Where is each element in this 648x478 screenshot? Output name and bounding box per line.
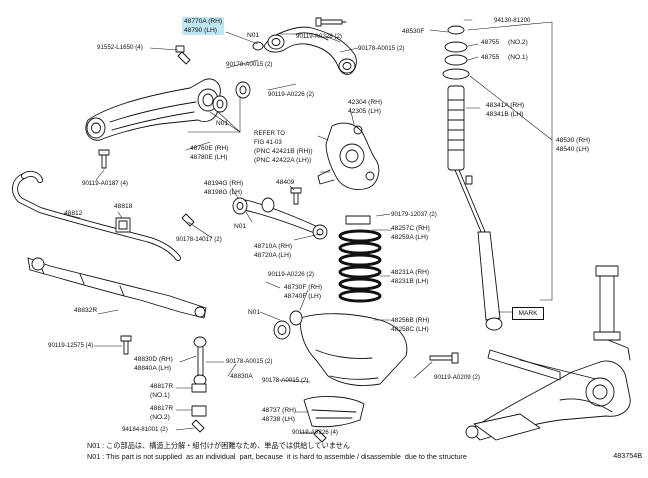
mark-box: MARK [512,307,544,320]
label-48812: 48812 [64,210,83,217]
label-48840a: 48840A (LH) [134,365,172,372]
diagram-id: 483754B [613,451,642,460]
label-nut-b: 90178-A0015 (2) [358,45,405,52]
label-pnc-lh: (PNC 42422A (LH)) [254,157,312,164]
label-nut-top-right: 94130-81200 [494,17,531,24]
label-bolt-90119: 90119-A0226 (2) [268,271,314,278]
label-bolt-0209: 90119-A0209 (2) [434,374,480,381]
label-nut-0016: 90178-A0015 (2) [262,377,309,384]
label-48231a: 48231A (RH) [391,269,430,276]
footnote-jp: N01 : この部品は、構造上分解・組付けが困難なため、単品では供給していません [87,441,351,450]
bolt-bottom-mid [313,429,327,443]
label-bolt-14017: 90178-14017 (2) [176,236,222,243]
label-42304: 42304 (RH) [348,99,383,106]
label-48720: 48720A (LH) [254,252,292,259]
bolt-top [315,17,347,27]
bolt-left-top [175,45,191,65]
rear-suspension-assembly [465,265,631,441]
bolt-12575 [120,335,132,355]
label-48738: 48738 (LH) [262,416,295,423]
label-bolt-12037: 90179-12037 (2) [391,211,437,218]
label-bolt-bottom-mid: 90119-A0226 (4) [292,429,338,436]
label-48730: 48730F (RH) [284,284,323,291]
coil-spring [338,215,382,328]
label-48740: 48740F (LH) [284,293,322,300]
label-48409: 48409 [276,179,295,186]
crossmember-bracket [27,257,207,319]
label-nut-0015: 90178-A0015 (2) [226,358,273,365]
lower-spring-arm [273,310,408,387]
label-48755-no1-qual: (NO.1) [508,54,528,61]
label-48817-no2-qual: (NO.2) [150,414,170,421]
label-42305: 42305 (LH) [348,108,381,115]
label-48830a: 48830A [230,373,253,380]
label-bolt-left: 91552-L1650 (4) [97,44,143,51]
label-bolt-mid: 90119-A0226 (2) [268,91,314,98]
label-48737: 48737 (RH) [262,407,297,414]
label-bolt-lower-left: 90119-A0187 (4) [82,180,128,187]
label-48755-no2-qual: (NO.2) [508,39,528,46]
bushing-48817 [191,383,207,417]
label-n01-top: N01 [247,32,260,39]
label-48817-no1-qual: (NO.1) [150,392,170,399]
bolt-0209 [429,352,459,364]
label-48198: 48198G (LH) [204,189,243,196]
label-48256: 48256B (RH) [391,317,430,324]
label-48710: 48710A (RH) [254,243,293,250]
label-bolt-top: 90119-A0228 (2) [296,33,342,40]
label-48760: 48760E (RH) [190,145,229,152]
label-bolt-12575: 90119-12575 (4) [48,342,94,349]
bolt-14017 [181,213,195,227]
footnotes: N01 : この部品は、構造上分解・組付けが困難なため、単品では供給していません… [87,440,467,462]
label-fig-ref: FIG 41-03 [254,139,282,146]
label-48341a: 48341A (RH) [486,102,525,109]
label-48818: 48818 [114,203,133,210]
label-nut-a: 90178-A0015 (2) [226,61,273,68]
label-48770: 48770A (RH) [184,18,223,25]
bolt-48409 [290,187,302,205]
label-48257: 48257C (RH) [391,225,430,232]
label-48341b: 48341B (LH) [486,111,524,118]
label-48530: 48530 (RH) [556,137,591,144]
steering-knuckle [317,122,380,191]
label-n01-mid: N01 [216,120,229,127]
label-48832: 48832R [74,307,98,314]
label-pnc-rh: (PNC 42421B (RH)) [254,148,313,155]
label-48259: 48259A (LH) [391,234,429,241]
label-48258: 48258C (LH) [391,326,429,333]
label-48790: 48790 (LH) [184,27,217,34]
leader-lines [63,19,553,435]
part-highlight [182,17,224,35]
label-48755-no1: 48755 [481,54,500,61]
label-48231b: 48231B (LH) [391,278,429,285]
bolt-lower-left [98,149,110,169]
label-48755-no2: 48755 [481,39,500,46]
stabilizer-link [193,336,207,386]
label-48817-no2: 48817R [150,405,174,412]
footnote-en: N01 : This part is not supplied as an in… [87,452,467,461]
label-48540: 48540 (LH) [556,146,589,153]
stabilizer-bar [12,170,181,261]
label-n01-c: N01 [234,223,247,230]
label-48194: 48194G (RH) [204,180,244,187]
label-48530f: 48530F [402,28,425,35]
shock-absorber [442,25,503,331]
lower-guard [303,396,365,428]
toe-arm [232,197,328,240]
bolt-bottom-left [191,419,205,433]
label-refer-to: REFER TO [254,130,286,137]
label-48817-no1: 48817R [150,383,174,390]
label-bolt-bottom-left: 94184-81001 (2) [122,426,168,433]
label-48830d: 48830D (RH) [134,356,173,363]
label-n01-d: N01 [248,309,261,316]
upper-control-arm [252,26,357,75]
lower-arm-left [85,78,251,141]
label-48780: 48780E (LH) [190,154,228,161]
